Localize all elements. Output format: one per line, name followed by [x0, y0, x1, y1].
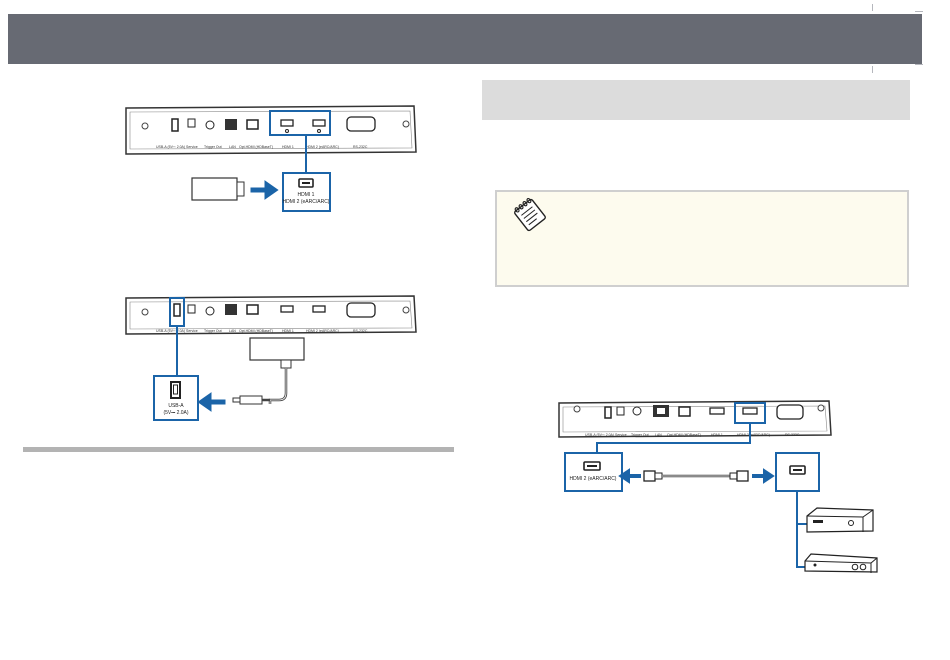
panel-label: Service	[186, 329, 198, 333]
hdmi-port-icon	[742, 407, 758, 415]
callout-label: (5V⎓ 2.0A)	[163, 410, 188, 416]
panel-label: LAN	[229, 145, 236, 149]
hdmi-port-icon	[280, 119, 294, 127]
projector-panel	[558, 400, 832, 438]
usb-port-icon	[173, 303, 181, 317]
arrow-icon	[197, 392, 226, 412]
panel-label: HDMI 2 (eARC/ARC)	[737, 433, 770, 437]
panel-label: HDMI 1	[711, 433, 723, 437]
panel-label: USB-A (5V⎓ 2.0A)	[156, 145, 185, 149]
panel-label: HDMI 1	[282, 145, 294, 149]
callout-label: HDMI 1	[298, 192, 315, 198]
arrow-icon	[250, 180, 279, 200]
highlight-frame	[269, 110, 331, 136]
corner-mark	[872, 4, 873, 11]
panel-label: Opt.HDMI (HDBaseT)	[239, 145, 273, 149]
note-box	[495, 190, 909, 287]
usb-port-icon	[171, 118, 179, 132]
section-divider	[23, 447, 454, 452]
hdmi-stick-connection-figure: USB-A (5V⎓ 2.0A) Service Trigger Out LAN…	[125, 105, 417, 212]
av-receiver-icon	[806, 507, 874, 533]
panel-label: Trigger Out	[204, 145, 222, 149]
corner-mark	[915, 11, 923, 12]
usb-power-connection-figure: USB-A (5V⎓ 2.0A) Service Trigger Out LAN…	[125, 295, 417, 421]
hdmi-port-icon	[312, 119, 326, 127]
arrow-icon	[752, 468, 775, 484]
panel-label: Service	[615, 433, 627, 437]
panel-label: Trigger Out	[631, 433, 649, 437]
earc-audio-connection-figure: USB-A (5V⎓ 2.0A) Service Trigger Out LAN…	[558, 400, 878, 573]
streaming-stick	[249, 337, 305, 361]
panel-label: Trigger Out	[204, 329, 222, 333]
callout-label: HDMI 2 (eARC/ARC)	[570, 476, 617, 482]
panel-label: USB-A (5V⎓ 2.0A)	[585, 433, 614, 437]
arrow-icon	[618, 468, 641, 484]
page-header-bar	[8, 14, 922, 64]
panel-label: LAN	[229, 329, 236, 333]
corner-mark	[872, 66, 873, 73]
section-heading-band	[482, 80, 910, 120]
corner-mark	[915, 64, 923, 65]
note-icon	[514, 198, 546, 232]
callout-label: HDMI 2 (eARC/ARC)	[283, 199, 330, 205]
callout-box	[564, 452, 623, 492]
panel-label: HDMI 2 (eARC/ARC)	[306, 145, 339, 149]
panel-label: RS-232C	[353, 329, 368, 333]
panel-label: RS-232C	[785, 433, 800, 437]
callout-label: USB-A	[168, 403, 184, 409]
panel-label: USB-A (5V⎓ 2.0A)	[156, 329, 185, 333]
panel-label: RS-232C	[353, 145, 368, 149]
streaming-stick	[191, 177, 238, 201]
panel-label: HDMI 1	[282, 329, 294, 333]
panel-label: Opt.HDMI (HDBaseT)	[239, 329, 273, 333]
panel-label: LAN	[655, 433, 662, 437]
panel-label: HDMI 2 (eARC/ARC)	[306, 329, 339, 333]
panel-label: Service	[186, 145, 198, 149]
projector-panel	[125, 295, 417, 335]
panel-label: Opt.HDMI (HDBaseT)	[667, 433, 701, 437]
soundbar-icon	[804, 553, 878, 573]
